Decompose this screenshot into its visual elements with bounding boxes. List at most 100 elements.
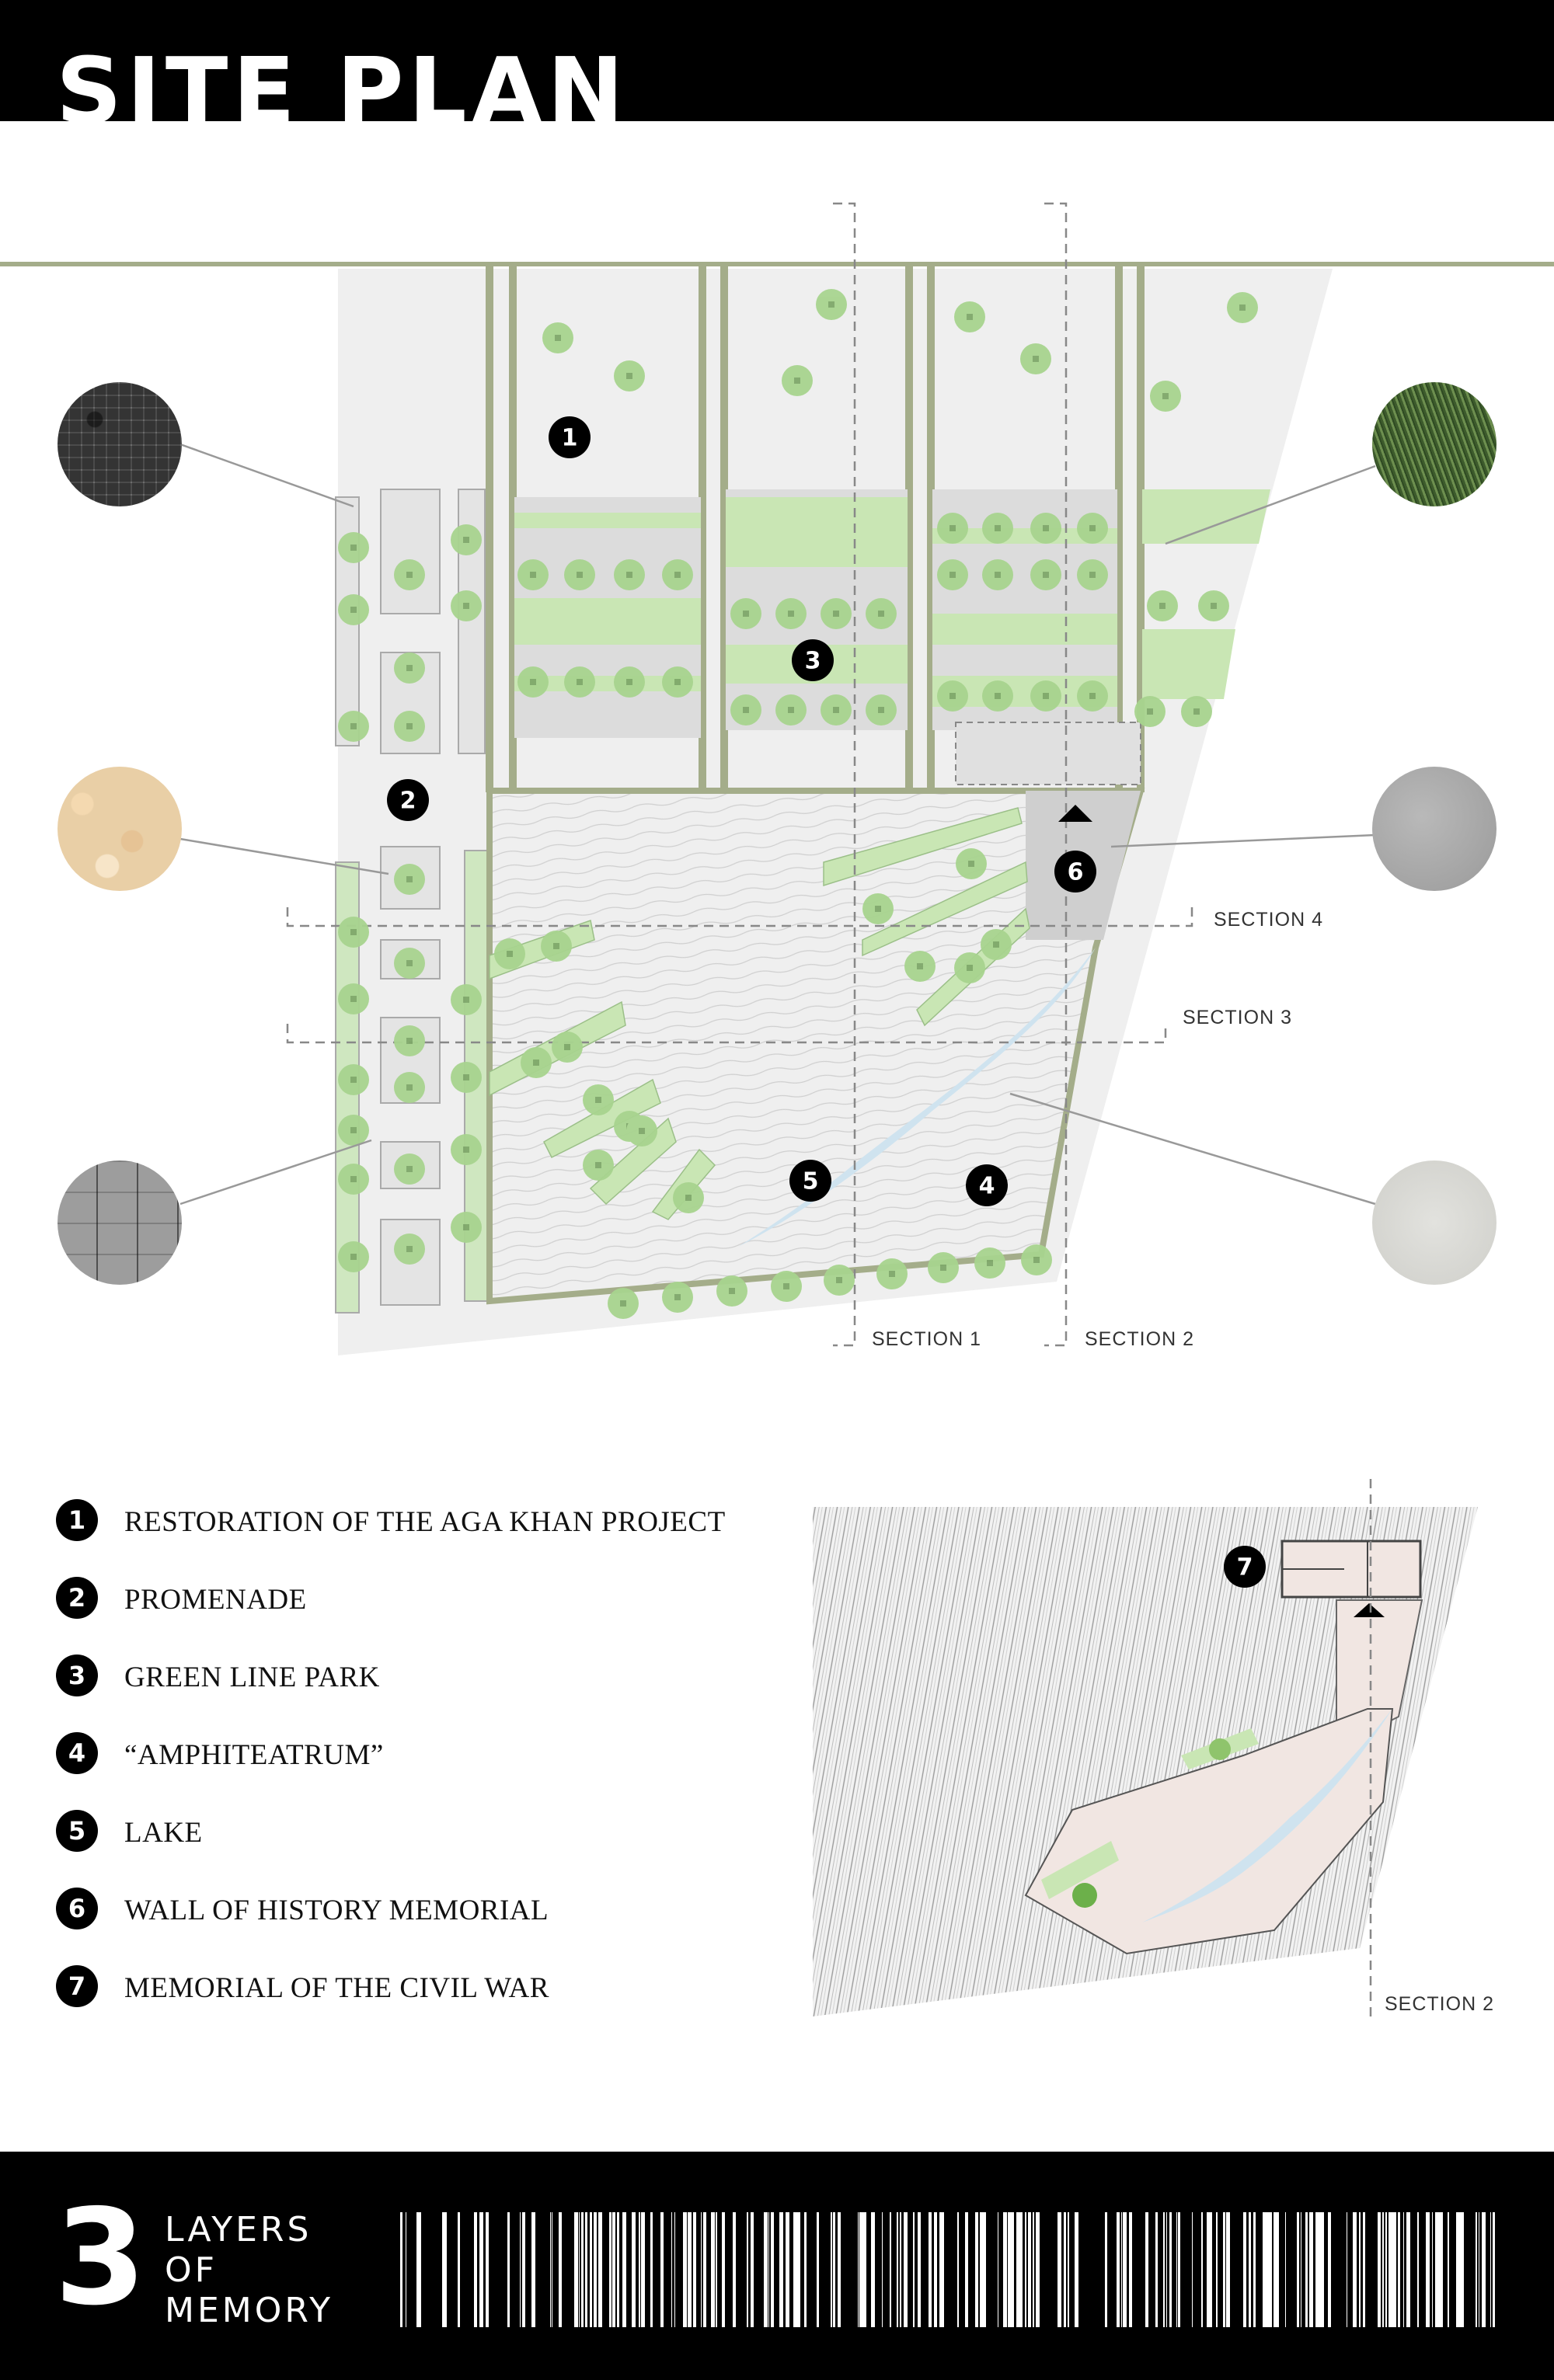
barcode-bar [904, 2212, 908, 2327]
tree-trunk [685, 1195, 692, 1201]
terrazzo-swatch [1372, 1160, 1497, 1285]
page-title: SITE PLAN [56, 37, 629, 121]
tree-trunk [783, 1283, 789, 1289]
barcode-bar [1385, 2212, 1387, 2327]
barcode-bar [1019, 2212, 1023, 2327]
barcode-bar [1305, 2212, 1308, 2327]
barcode-bar [1490, 2212, 1491, 2327]
cobblestone-swatch [57, 382, 182, 506]
tree-trunk [743, 707, 749, 713]
tree-trunk [878, 611, 884, 617]
tree-trunk [967, 965, 973, 971]
barcode-bar [594, 2212, 597, 2327]
barcode-bar [1315, 2212, 1319, 2327]
brand-text: LAYERS OF MEMORY [165, 2210, 333, 2330]
barcode-bar [1226, 2212, 1230, 2327]
marker-6: 6 [1054, 851, 1096, 893]
tree-trunk [595, 1097, 601, 1103]
tree-trunk [995, 525, 1001, 531]
barcode-bar [1223, 2212, 1225, 2327]
legend-number-badge: 1 [56, 1499, 98, 1541]
tree-trunk [463, 603, 469, 609]
inset-ground [813, 1507, 1478, 2016]
barcode-bar [1462, 2212, 1464, 2327]
barcode-bar [897, 2212, 898, 2327]
barcode-bar [1123, 2212, 1127, 2327]
tree-trunk [1089, 572, 1096, 578]
barcode-bar [590, 2212, 592, 2327]
legend-label: RESTORATION OF THE AGA KHAN PROJECT [124, 1506, 726, 1538]
tree-trunk [406, 1246, 413, 1252]
barcode-bar [1025, 2212, 1026, 2327]
tree-trunk [788, 611, 794, 617]
barcode-bar [1036, 2212, 1039, 2327]
barcode-bar [1392, 2212, 1395, 2327]
barcode-bar [1266, 2212, 1269, 2327]
tree-trunk [406, 876, 413, 882]
tree-trunk [1159, 603, 1166, 609]
inset-marker-7: 7 [1224, 1546, 1266, 1588]
concrete-swatch [1372, 767, 1497, 891]
barcode-bar [617, 2212, 619, 2327]
barcode-bar [1129, 2212, 1132, 2327]
barcode-bar [579, 2212, 580, 2327]
tree-trunk [1147, 708, 1153, 715]
barcode-bar [550, 2212, 551, 2327]
barcode-bar [711, 2212, 715, 2327]
barcode-bar [793, 2212, 797, 2327]
inset-amphitheatre [1024, 1708, 1394, 1955]
tree-trunk [993, 941, 999, 948]
tree-trunk [463, 1224, 469, 1230]
barcode-bar [420, 2212, 421, 2327]
barcode-bar [779, 2212, 783, 2327]
barcode-bar [609, 2212, 611, 2327]
barcode-bar [1117, 2212, 1120, 2327]
barcode-bar [882, 2212, 883, 2327]
inset-tree [1072, 1883, 1097, 1908]
section-labels: SECTION 1 SECTION 2 SECTION 3 SECTION 4 [872, 909, 1322, 1350]
tree-trunk [1162, 393, 1169, 399]
tree-trunk [1043, 525, 1049, 531]
barcode-bar [1201, 2212, 1203, 2327]
barcode-bar [1249, 2212, 1250, 2327]
barcode-bar [1010, 2212, 1014, 2327]
tree-trunk [350, 996, 357, 1002]
marker-4: 4 [966, 1164, 1008, 1206]
barcode-bar [442, 2212, 443, 2327]
barcode-bar [1155, 2212, 1158, 2327]
legend-item: 4“AMPHITEATRUM” [56, 1732, 794, 1779]
svg-text:7: 7 [1237, 1554, 1253, 1581]
barcode-bar [507, 2212, 510, 2327]
tree-trunk [836, 1277, 842, 1283]
barcode-bar [1395, 2212, 1396, 2327]
legend-label: GREEN LINE PARK [124, 1661, 380, 1693]
entrance-arrow-icon [1058, 805, 1092, 822]
barcode-bar [612, 2212, 615, 2327]
barcode-bar [622, 2212, 626, 2327]
barcode-bar [688, 2212, 692, 2327]
grass-swatch [1372, 382, 1497, 506]
barcode-bar [1319, 2212, 1322, 2327]
tree-trunk [406, 1084, 413, 1091]
barcode-bar [1263, 2212, 1266, 2327]
tree-trunk [949, 693, 956, 699]
barcode-bar [804, 2212, 807, 2327]
barcode-bar [751, 2212, 754, 2327]
tree-trunk [1239, 304, 1246, 311]
tree-trunk [406, 960, 413, 966]
barcode-bar [747, 2212, 748, 2327]
inset-terrace [1041, 1841, 1119, 1899]
svg-text:4: 4 [979, 1173, 995, 1200]
gravel-swatch [57, 767, 182, 891]
barcode-bar [581, 2212, 584, 2327]
barcode-bar [1297, 2212, 1299, 2327]
barcode-bar [980, 2212, 983, 2327]
legend-number-badge: 3 [56, 1655, 98, 1696]
tree-trunk [940, 1265, 946, 1271]
barcode-bar [1250, 2212, 1251, 2327]
legend-label: WALL OF HISTORY MEMORIAL [124, 1895, 549, 1926]
tree-trunk [406, 1038, 413, 1044]
tree-trunk [350, 545, 357, 551]
barcode-bar [1363, 2212, 1365, 2327]
